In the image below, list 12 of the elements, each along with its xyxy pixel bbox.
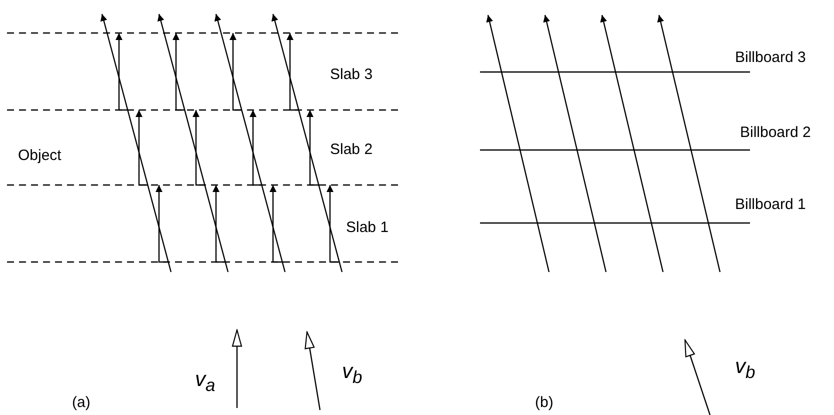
slab-label: Slab 1 [346, 219, 389, 237]
slab-label: Slab 2 [330, 141, 373, 159]
vector-label: v$_{a}$ [195, 368, 216, 398]
vector-label: v$_{b}$ [342, 360, 362, 390]
billboard-label: Billboard 1 [735, 196, 806, 214]
panel-label: (b) [535, 394, 554, 412]
slab-label: Slab 3 [330, 66, 373, 84]
vector-label: v$_{b}$ [735, 355, 756, 384]
billboard-label: Billboard 3 [735, 49, 806, 67]
billboard-label: Billboard 2 [740, 124, 811, 142]
panel-label: (a) [72, 394, 90, 412]
object-label: Object [18, 147, 62, 165]
